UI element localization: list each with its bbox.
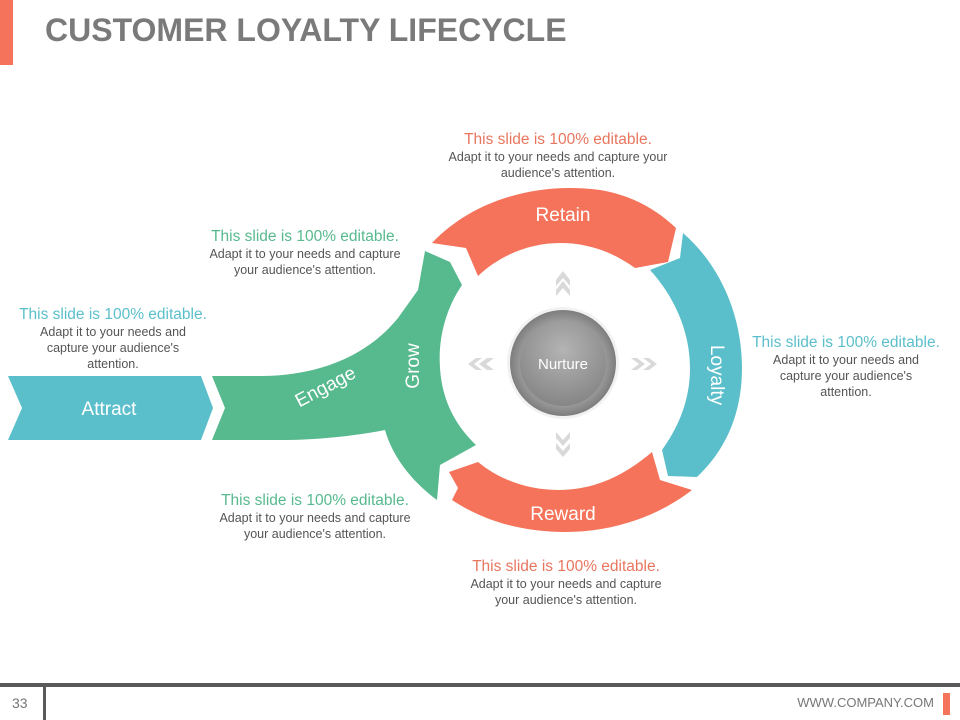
note-grow-head: This slide is 100% editable. (221, 492, 409, 509)
note-loyalty-head: This slide is 100% editable. (752, 334, 940, 351)
nurture-label: Nurture (538, 356, 588, 373)
note-retain: This slide is 100% editable. Adapt it to… (440, 131, 676, 181)
loyalty-shape (650, 233, 742, 477)
note-reward-head: This slide is 100% editable. (472, 558, 660, 575)
page-number: 33 (12, 695, 28, 711)
note-attract: This slide is 100% editable. Adapt it to… (10, 306, 216, 372)
website-url: WWW.COMPANY.COM (797, 695, 934, 710)
footer-accent-bar (943, 693, 950, 715)
note-engage-body: Adapt it to your needs and capture your … (209, 247, 401, 277)
grow-label: Grow (403, 343, 424, 389)
double-chevron-up-icon (556, 271, 570, 296)
note-engage-head: This slide is 100% editable. (211, 228, 399, 245)
reward-label: Reward (530, 504, 595, 525)
attract-shape (8, 376, 213, 440)
note-reward-body: Adapt it to your needs and capture your … (470, 577, 662, 607)
double-chevron-left-icon (468, 358, 494, 370)
note-retain-body: Adapt it to your needs and capture your … (448, 150, 668, 180)
loyalty-label: Loyalty (706, 345, 727, 406)
note-grow: This slide is 100% editable. Adapt it to… (206, 492, 424, 542)
note-engage: This slide is 100% editable. Adapt it to… (196, 228, 414, 278)
note-attract-head: This slide is 100% editable. (19, 306, 207, 323)
note-grow-body: Adapt it to your needs and capture your … (219, 511, 411, 541)
reward-shape (449, 452, 692, 532)
title-accent-bar (0, 0, 13, 65)
footer-rule (0, 683, 960, 687)
note-attract-body: Adapt it to your needs and capture your … (40, 325, 186, 371)
engage-grow-shape (212, 251, 476, 500)
note-retain-head: This slide is 100% editable. (464, 131, 652, 148)
note-loyalty-body: Adapt it to your needs and capture your … (773, 353, 919, 399)
note-reward: This slide is 100% editable. Adapt it to… (457, 558, 675, 608)
double-chevron-right-icon (631, 358, 657, 370)
note-loyalty: This slide is 100% editable. Adapt it to… (746, 334, 946, 400)
double-chevron-down-icon (556, 432, 570, 457)
retain-shape (432, 188, 676, 276)
attract-label: Attract (82, 399, 138, 420)
nurture-button (520, 320, 606, 406)
slide-title: CUSTOMER LOYALTY LIFECYCLE (45, 12, 567, 48)
footer-divider (43, 683, 46, 720)
retain-label: Retain (536, 205, 591, 226)
